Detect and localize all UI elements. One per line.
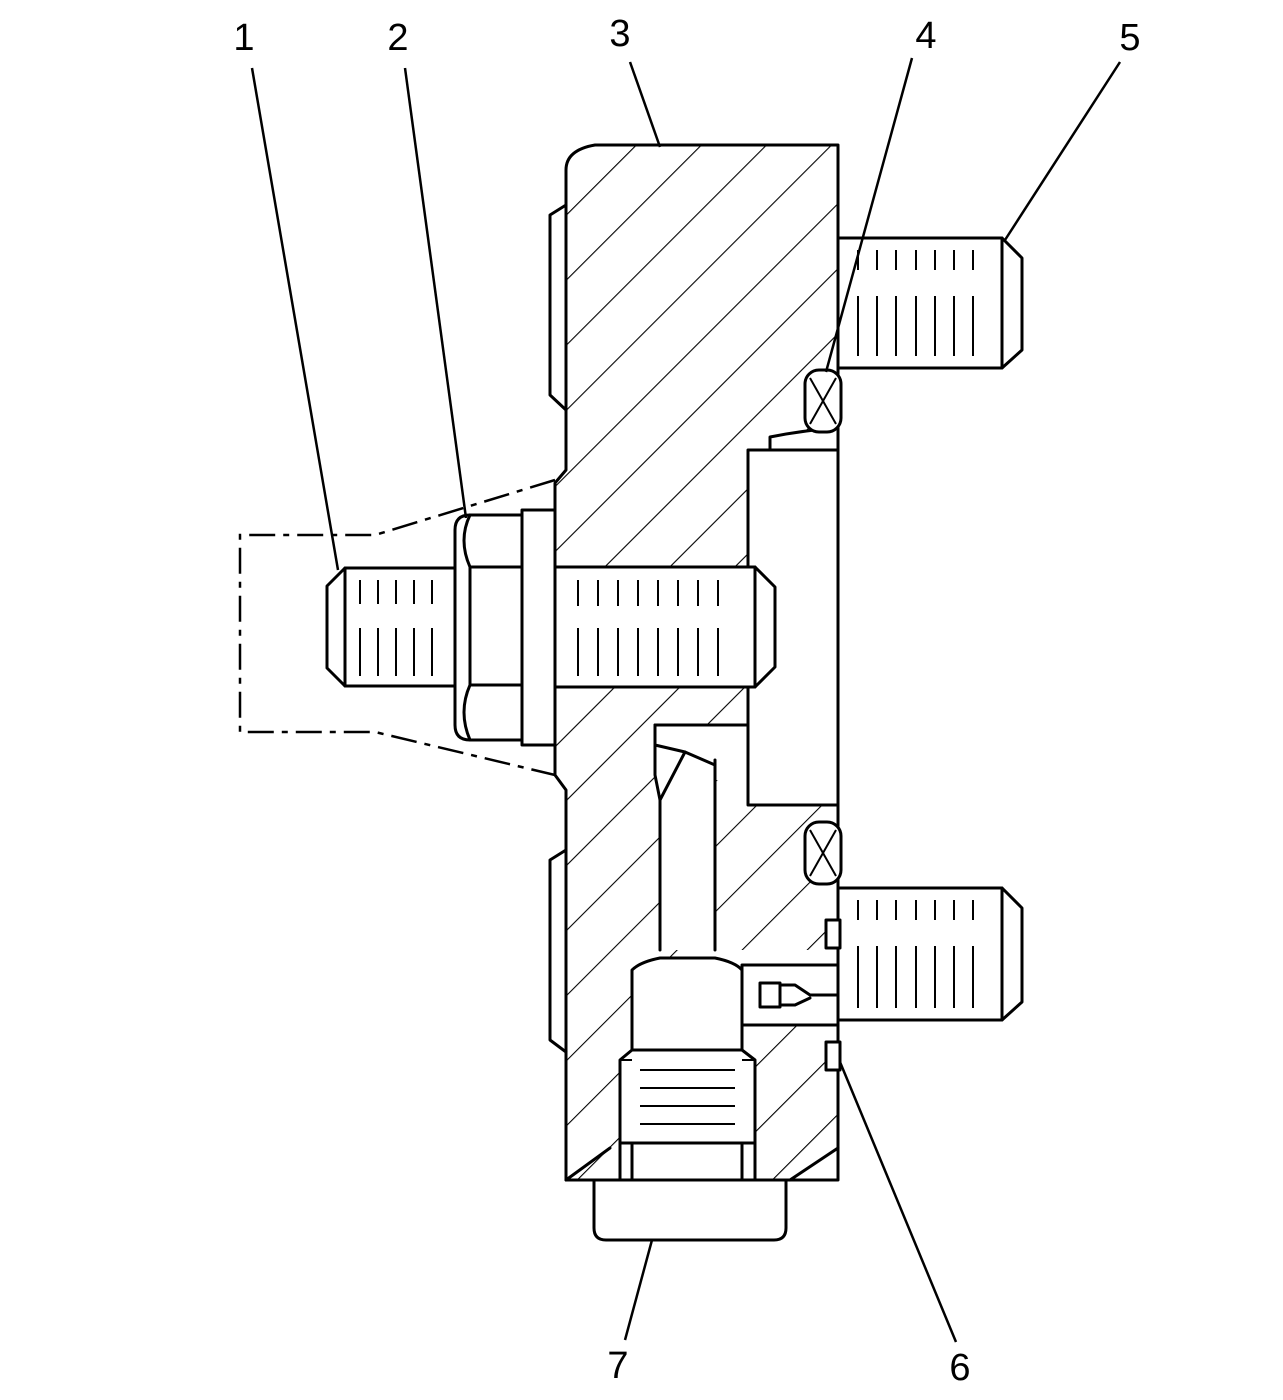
callout-2: 2: [387, 17, 408, 59]
o-ring-seal-lower: [803, 820, 843, 886]
leader-lines: [250, 57, 1122, 1343]
center-stud: [553, 565, 777, 689]
phantom-tool-outline: [238, 478, 556, 777]
callout-3: 3: [609, 13, 630, 55]
leader-4: [824, 57, 914, 373]
callout-1: 1: [233, 17, 254, 59]
callout-4: 4: [915, 15, 936, 57]
callout-labels: 1 2 3 4 5 6 7: [233, 13, 1140, 1389]
callout-6: 6: [949, 1347, 970, 1389]
stud-end-left: [325, 566, 457, 688]
callout-5: 5: [1119, 17, 1140, 59]
hex-nut: [453, 513, 524, 742]
leader-7: [623, 1239, 654, 1341]
o-ring-seal-upper: [803, 368, 843, 434]
stud-lower-right: [824, 886, 1024, 1022]
callout-7: 7: [607, 1345, 628, 1387]
drain-plug: [564, 956, 840, 1242]
stud-upper-right: [836, 236, 1024, 370]
leader-5: [1003, 61, 1122, 241]
leader-3: [628, 61, 662, 148]
leader-6: [838, 1061, 958, 1343]
washer: [520, 508, 557, 747]
leader-2: [403, 67, 468, 519]
leader-1: [250, 67, 340, 571]
